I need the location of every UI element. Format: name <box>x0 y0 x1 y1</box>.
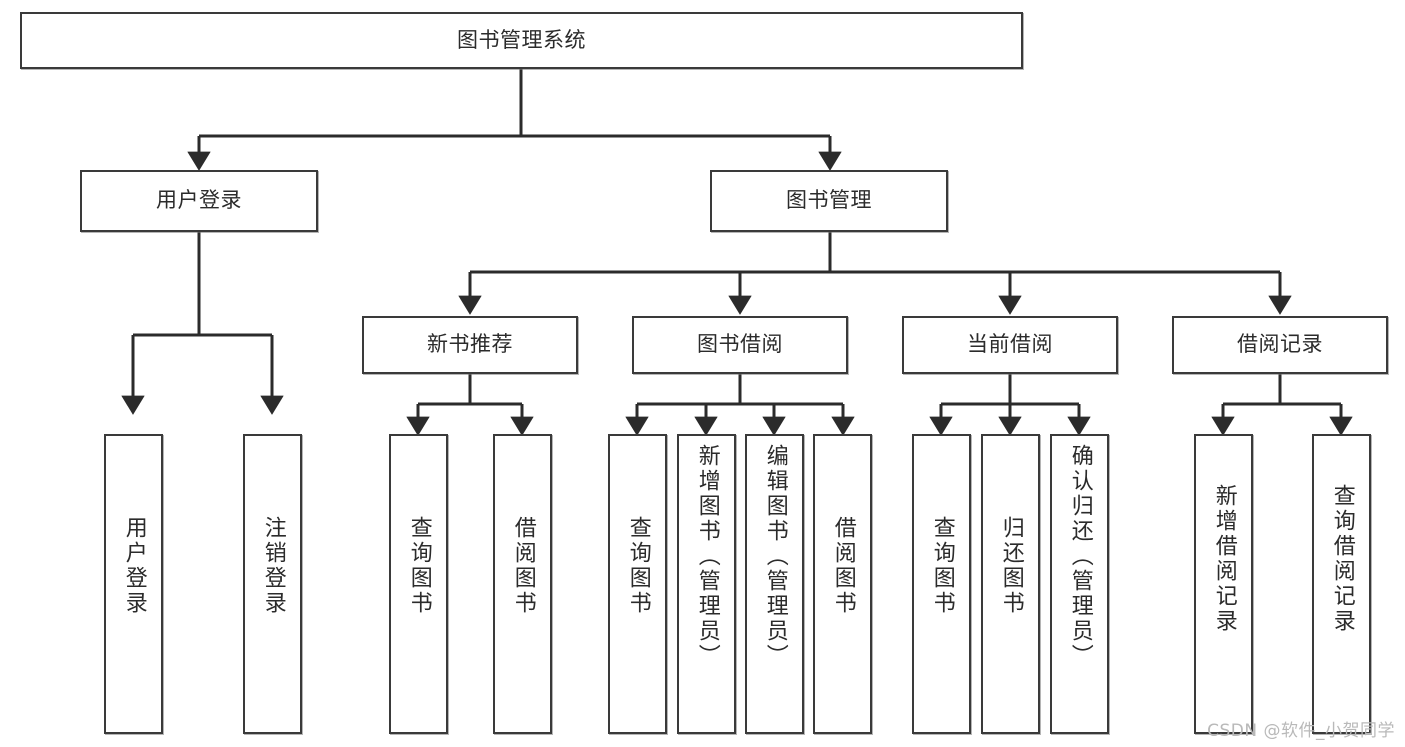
node-current-borrow[interactable]: 当前借阅 <box>902 316 1118 374</box>
node-label: 归还图书 <box>998 516 1024 616</box>
node-label: 查询图书 <box>625 516 651 616</box>
node-new-book-recommend[interactable]: 新书推荐 <box>362 316 578 374</box>
node-borrow-record[interactable]: 借阅记录 <box>1172 316 1388 374</box>
node-label: 新增图书（管理员） <box>694 444 720 669</box>
leaf-logout[interactable]: 注销登录 <box>243 434 302 734</box>
node-book-management-system[interactable]: 图书管理系统 <box>20 12 1023 69</box>
node-label: 图书借阅 <box>697 332 783 357</box>
node-label: 编辑图书（管理员） <box>762 444 788 669</box>
leaf-return-book[interactable]: 归还图书 <box>981 434 1040 734</box>
leaf-add-borrow-record[interactable]: 新增借阅记录 <box>1194 434 1253 734</box>
leaf-confirm-return-admin[interactable]: 确认归还（管理员） <box>1050 434 1109 734</box>
leaf-add-book-admin[interactable]: 新增图书（管理员） <box>677 434 736 734</box>
node-book-borrow[interactable]: 图书借阅 <box>632 316 848 374</box>
leaf-borrow-book-recommend[interactable]: 借阅图书 <box>493 434 552 734</box>
node-label: 图书管理 <box>786 188 872 213</box>
node-label: 查询图书 <box>406 516 432 616</box>
node-label: 查询图书 <box>929 516 955 616</box>
node-label: 注销登录 <box>260 516 286 616</box>
leaf-query-borrow-record[interactable]: 查询借阅记录 <box>1312 434 1371 734</box>
leaf-query-book-recommend[interactable]: 查询图书 <box>389 434 448 734</box>
node-user-login[interactable]: 用户登录 <box>80 170 318 232</box>
node-book-management[interactable]: 图书管理 <box>710 170 948 232</box>
node-label: 借阅图书 <box>830 516 856 616</box>
node-label: 确认归还（管理员） <box>1067 444 1093 669</box>
node-label: 用户登录 <box>121 516 147 616</box>
node-label: 新增借阅记录 <box>1211 484 1237 634</box>
node-label: 查询借阅记录 <box>1329 484 1355 634</box>
leaf-borrow-book[interactable]: 借阅图书 <box>813 434 872 734</box>
leaf-query-book-borrow[interactable]: 查询图书 <box>608 434 667 734</box>
node-label: 借阅记录 <box>1237 332 1323 357</box>
leaf-user-login[interactable]: 用户登录 <box>104 434 163 734</box>
node-label: 借阅图书 <box>510 516 536 616</box>
node-label: 图书管理系统 <box>457 27 586 52</box>
node-label: 新书推荐 <box>427 332 513 357</box>
node-label: 当前借阅 <box>967 332 1053 357</box>
node-label: 用户登录 <box>156 188 242 213</box>
leaf-query-book-current[interactable]: 查询图书 <box>912 434 971 734</box>
leaf-edit-book-admin[interactable]: 编辑图书（管理员） <box>745 434 804 734</box>
